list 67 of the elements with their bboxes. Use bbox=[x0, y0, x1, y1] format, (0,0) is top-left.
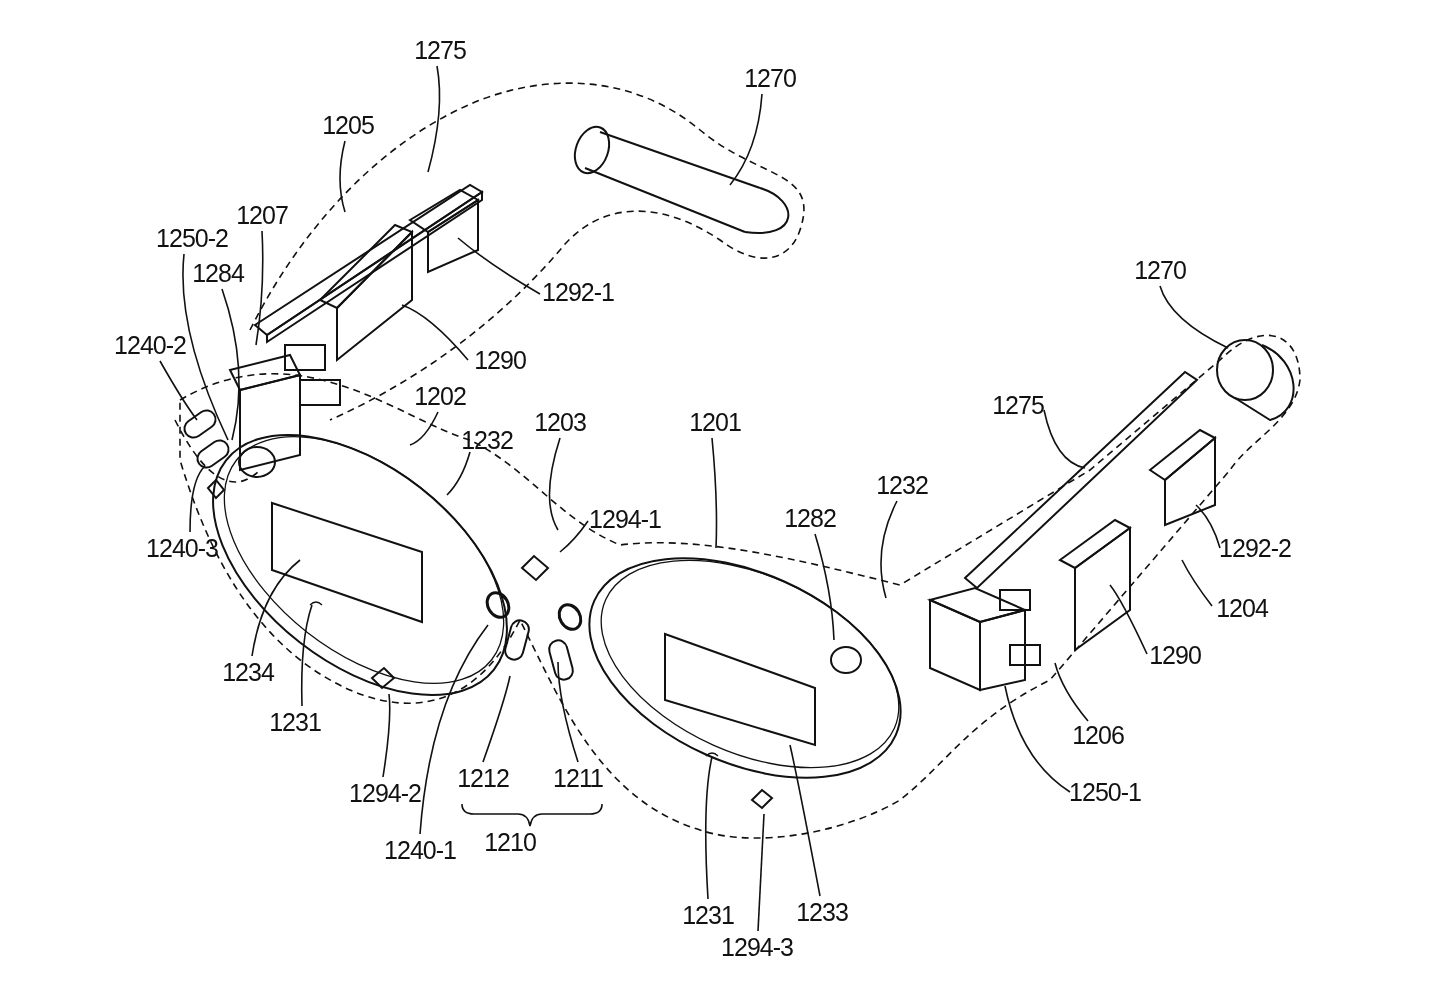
callout-number: 1207 bbox=[236, 202, 288, 228]
leader-line bbox=[221, 288, 240, 441]
callout-number: 1210 bbox=[484, 829, 536, 855]
callout-number: 1234 bbox=[222, 659, 274, 685]
leader-line bbox=[446, 451, 471, 496]
leader-line bbox=[482, 675, 511, 763]
callout-number: 1233 bbox=[796, 899, 848, 925]
callout-number: 1294-2 bbox=[349, 780, 421, 806]
callout-number: 1231 bbox=[682, 902, 734, 928]
leader-line bbox=[339, 140, 346, 213]
callout-number: 1232 bbox=[461, 427, 513, 453]
callout-number: 1240-3 bbox=[146, 535, 218, 561]
leader-line bbox=[401, 304, 469, 361]
leader-line bbox=[457, 237, 541, 295]
leader-line bbox=[559, 520, 589, 553]
leader-line bbox=[1043, 409, 1086, 469]
leader-line bbox=[409, 411, 439, 446]
leader-line bbox=[419, 624, 489, 835]
callout-number: 1292-1 bbox=[542, 279, 614, 305]
callout-number: 1206 bbox=[1072, 722, 1124, 748]
leader-line bbox=[880, 500, 898, 599]
leader-line bbox=[814, 533, 835, 641]
leader-line bbox=[159, 360, 198, 421]
callout-number: 1205 bbox=[322, 112, 374, 138]
leader-line bbox=[548, 437, 561, 531]
leader-line bbox=[1004, 685, 1071, 793]
callout-number: 1240-2 bbox=[114, 332, 186, 358]
callout-number: 1204 bbox=[1216, 595, 1268, 621]
callout-number: 1250-2 bbox=[156, 225, 228, 251]
leader-line bbox=[300, 604, 313, 707]
leader-line bbox=[1109, 584, 1148, 655]
callout-number: 1294-3 bbox=[721, 934, 793, 960]
callout-number: 1282 bbox=[784, 505, 836, 531]
callout-number: 1294-1 bbox=[589, 506, 661, 532]
callout-number: 1284 bbox=[192, 260, 244, 286]
leader-line bbox=[382, 693, 391, 778]
callout-number: 1240-1 bbox=[384, 837, 456, 863]
leader-line bbox=[255, 230, 264, 346]
callout-number: 1290 bbox=[1149, 642, 1201, 668]
callout-number: 1275 bbox=[992, 392, 1044, 418]
callout-number: 1232 bbox=[876, 472, 928, 498]
callout-number: 1203 bbox=[534, 409, 586, 435]
leader-line bbox=[729, 93, 763, 186]
leader-line bbox=[557, 661, 579, 763]
leader-line bbox=[251, 559, 301, 657]
leader-line bbox=[189, 465, 206, 533]
callout-number: 1212 bbox=[457, 765, 509, 791]
leader-line bbox=[789, 744, 821, 897]
callout-number: 1231 bbox=[269, 709, 321, 735]
leader-line bbox=[705, 756, 713, 900]
callout-number: 1201 bbox=[689, 409, 741, 435]
leader-line bbox=[1181, 559, 1213, 607]
leader-line bbox=[1195, 504, 1221, 549]
leader-line bbox=[427, 65, 441, 173]
callout-number: 1211 bbox=[553, 765, 603, 791]
callout-number: 1250-1 bbox=[1069, 779, 1141, 805]
callout-number: 1270 bbox=[744, 65, 796, 91]
leader-line bbox=[1054, 662, 1089, 722]
callout-number: 1202 bbox=[414, 383, 466, 409]
leader-line bbox=[757, 813, 765, 932]
leader-line bbox=[182, 253, 229, 441]
leader-line bbox=[1159, 285, 1229, 349]
callout-number: 1292-2 bbox=[1219, 535, 1291, 561]
callout-number: 1270 bbox=[1134, 257, 1186, 283]
callout-number: 1275 bbox=[414, 37, 466, 63]
leader-line bbox=[711, 437, 718, 549]
callout-number: 1290 bbox=[474, 347, 526, 373]
